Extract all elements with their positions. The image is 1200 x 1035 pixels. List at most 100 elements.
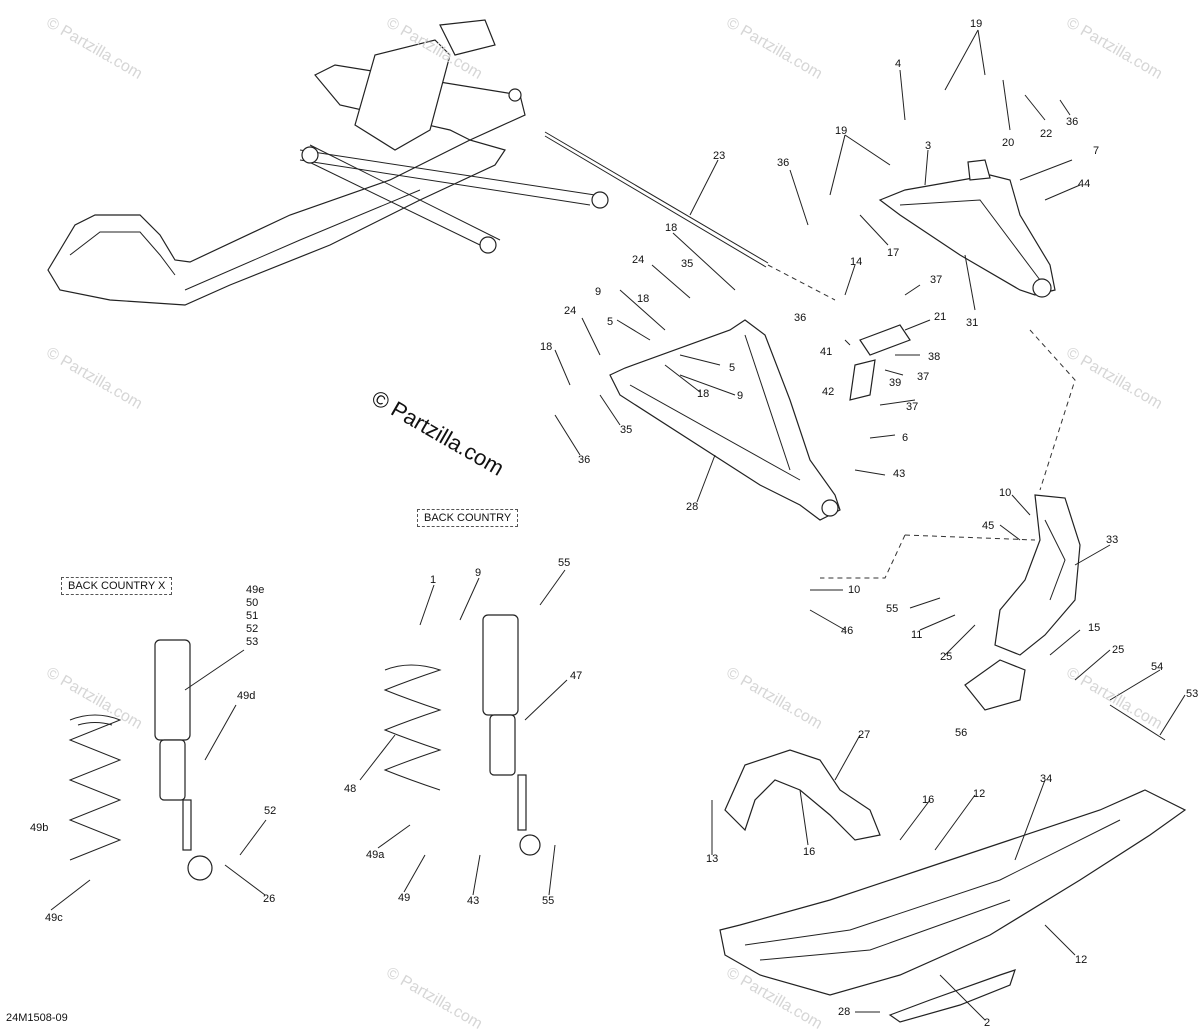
callout-25: 25	[940, 651, 953, 663]
callout-13: 13	[706, 853, 719, 865]
callout-12: 12	[973, 788, 986, 800]
callout-14: 14	[850, 256, 863, 268]
callout-9: 9	[595, 286, 602, 298]
callout-40: 41	[820, 346, 833, 358]
callout-43: 46	[841, 625, 854, 637]
callout-45: 47	[570, 670, 583, 682]
callout-11: 11	[911, 629, 923, 641]
callout-42: 43	[893, 468, 906, 480]
callout-18: 18	[665, 222, 678, 234]
callout-54: 54	[1151, 661, 1164, 673]
callout-9: 9	[475, 567, 482, 579]
block-56-drawing	[964, 659, 1026, 711]
callout-16: 16	[803, 846, 816, 858]
spring-50-drawing	[68, 714, 122, 861]
callout-15: 15	[1088, 622, 1101, 634]
lower-a-arm-drawing	[609, 319, 841, 521]
callout-39: 39	[889, 377, 902, 389]
callout-56: 56	[955, 727, 968, 739]
ski-34-drawing	[719, 789, 1187, 996]
callout-26: 26	[263, 893, 276, 905]
ski-handle-drawing	[724, 749, 881, 841]
callout-leader-lines	[50, 29, 1186, 1021]
back-country-shock-drawing	[482, 614, 541, 856]
callout-41: 43	[467, 895, 480, 907]
callout-51: 49c	[45, 912, 63, 924]
callout-50: 49b	[30, 822, 49, 834]
callout-22: 22	[1040, 128, 1053, 140]
callout-19: 19	[970, 18, 983, 30]
callout-36: 36	[578, 454, 591, 466]
callout-24: 24	[632, 254, 645, 266]
callout-47: 49	[398, 892, 411, 904]
callout-53: 53	[1186, 688, 1199, 700]
callout-31: 31	[966, 317, 979, 329]
callout-18: 18	[637, 293, 650, 305]
back-country-x-shock-drawing	[154, 639, 213, 881]
callout-48: 49a	[366, 849, 385, 861]
runner-drawing	[888, 969, 1016, 1023]
callout-35: 35	[681, 258, 694, 270]
back-country-x-box: BACK COUNTRY X	[61, 577, 173, 595]
spindle-drawing	[820, 329, 1081, 656]
callout-6: 6	[902, 432, 909, 444]
callout-34: 34	[1040, 773, 1053, 785]
callout-44: 44	[1078, 178, 1091, 190]
callout-5: 5	[607, 316, 614, 328]
callout-52: 52	[264, 805, 277, 817]
callout-28: 28	[838, 1006, 851, 1018]
callout-10: 10	[999, 487, 1012, 499]
callout-38: 38	[928, 351, 941, 363]
callout-40: 42	[822, 386, 835, 398]
callout-23: 23	[713, 150, 726, 162]
callout-43: 45	[982, 520, 995, 532]
callout-29: 28	[686, 501, 699, 513]
callout-7: 7	[1093, 145, 1100, 157]
back-country-box: BACK COUNTRY	[417, 509, 519, 527]
callout-16: 16	[922, 794, 935, 806]
callout-17: 17	[887, 247, 900, 259]
callout-33: 33	[1106, 534, 1119, 546]
callout-21: 21	[934, 311, 947, 323]
callout-46: 48	[344, 783, 357, 795]
bolt-53-drawing	[1109, 704, 1166, 741]
callout-35: 35	[620, 424, 633, 436]
callout-1: 1	[430, 574, 437, 586]
callout-24: 24	[564, 305, 577, 317]
callout-27: 27	[858, 729, 871, 741]
callout-49d: 52	[246, 623, 259, 635]
callout-49: 49d	[237, 690, 256, 702]
callout-19: 19	[835, 125, 848, 137]
callout-18: 18	[697, 388, 710, 400]
callout-49c: 51	[246, 610, 259, 622]
diagram-code: 24M1508-09	[6, 1012, 68, 1024]
callout-3: 3	[925, 140, 932, 152]
callout-49e: 53	[246, 636, 259, 648]
callout-9: 9	[737, 390, 744, 402]
front-ski-assembly-drawing	[47, 19, 609, 306]
callout-5: 5	[729, 362, 736, 374]
callout-36: 36	[1066, 116, 1079, 128]
callout-10: 10	[848, 584, 861, 596]
callout-55: 55	[542, 895, 555, 907]
callout-4: 4	[895, 58, 902, 70]
callout-49a: 49e	[246, 584, 265, 596]
callout-37: 37	[930, 274, 943, 286]
callout-2: 2	[984, 1017, 991, 1029]
callout-37: 37	[906, 401, 919, 413]
upper-a-arm-drawing	[878, 159, 1056, 298]
callout-12: 12	[1075, 954, 1088, 966]
callout-36: 36	[777, 157, 790, 169]
callout-55: 55	[558, 557, 571, 569]
callout-37: 37	[917, 371, 930, 383]
rod-23-drawing	[544, 131, 769, 268]
steering-arm-drawing	[849, 324, 911, 401]
callout-20: 20	[1002, 137, 1015, 149]
callout-25: 25	[1112, 644, 1125, 656]
callout-49b: 50	[246, 597, 259, 609]
callout-18: 18	[540, 341, 553, 353]
callout-55: 55	[886, 603, 899, 615]
callout-36: 36	[794, 312, 807, 324]
